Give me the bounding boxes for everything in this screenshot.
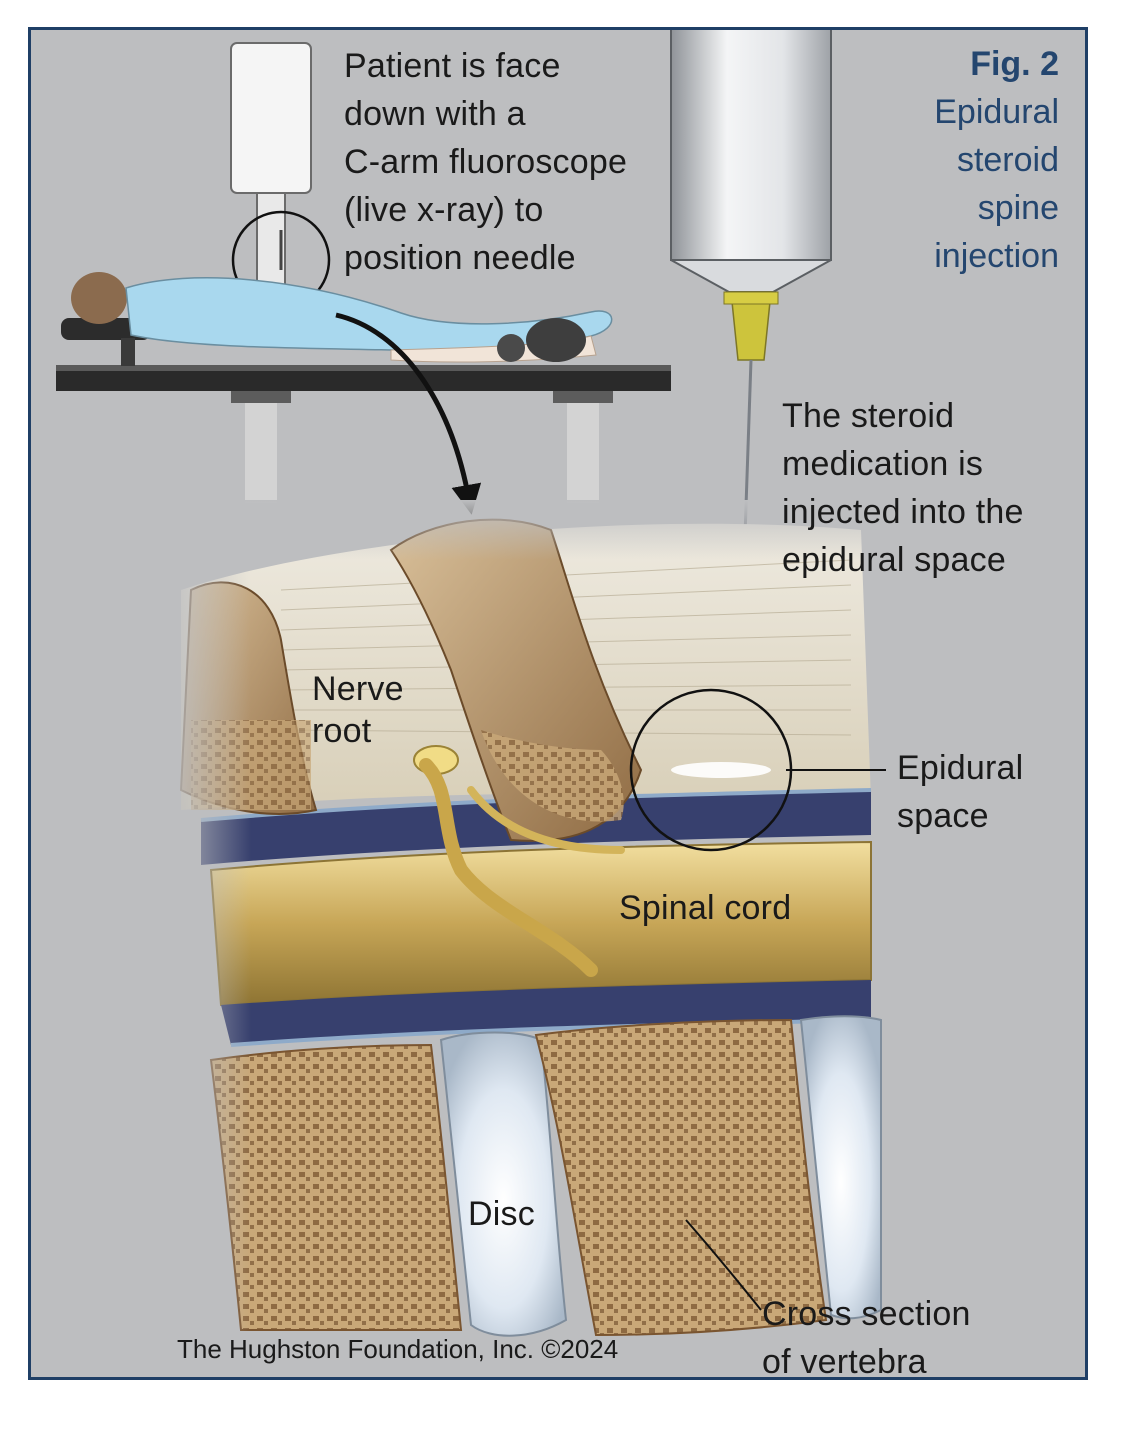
copyright-credit: The Hughston Foundation, Inc. ©2024 [177, 1334, 619, 1364]
figure-title: Epidural steroid spine injection [934, 93, 1059, 275]
spinal-cord-label: Spinal cord [619, 889, 792, 927]
spine-anatomy [161, 500, 891, 1360]
patient-position-label: Patient is face down with a C-arm fluoro… [344, 47, 628, 277]
nerve-root-label: Nerve root [312, 670, 404, 750]
c-arm-head [230, 42, 312, 194]
epidural-space-label: Epidural space [897, 749, 1024, 835]
patient-head [71, 272, 127, 324]
injection-splash [671, 762, 771, 778]
patient-body [125, 277, 613, 353]
intervertebral-disc [439, 1031, 568, 1337]
nerve-root [413, 745, 625, 977]
figure-title-block: Fig. 2 Epidural steroid spine injection [934, 40, 1059, 280]
vertebra-center [534, 1018, 828, 1337]
disc-label: Disc [468, 1195, 535, 1233]
vertebra-label: Cross section of vertebra [762, 1295, 971, 1380]
figure-number: Fig. 2 [970, 45, 1059, 83]
figure-frame: Fig. 2 Epidural steroid spine injection … [28, 27, 1088, 1380]
fluoroscope-scene [56, 42, 671, 515]
zoom-arrow [335, 312, 482, 515]
syringe [670, 30, 832, 771]
steroid-note-label: The steroid medication is injected into … [782, 397, 1024, 579]
illustration [56, 30, 891, 1360]
